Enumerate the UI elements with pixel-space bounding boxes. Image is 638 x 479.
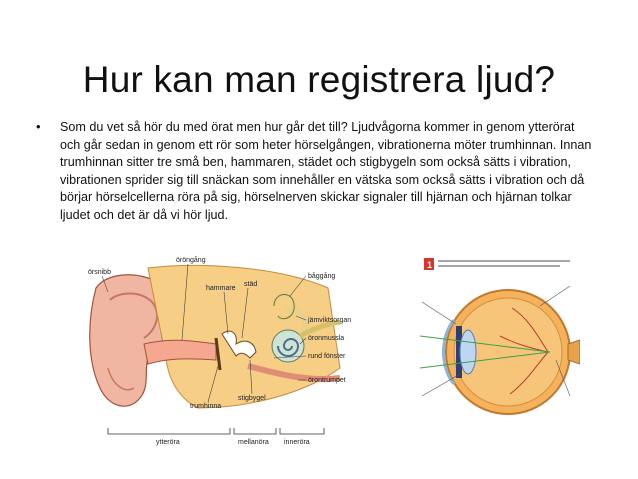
cornea: [442, 319, 456, 385]
bullet-symbol: •: [36, 119, 41, 134]
ear-anatomy-illustration: örsnibb öröngång hammare städ båggång jä…: [88, 256, 351, 446]
label-stad: städ: [244, 281, 257, 288]
label-mellanora: mellanöra: [238, 439, 269, 446]
cochlea: [271, 329, 305, 363]
label-rund-fonster: rund fönster: [308, 353, 346, 360]
optic-nerve: [567, 339, 580, 365]
ossicles: [221, 330, 257, 359]
label-baggang: båggång: [308, 272, 335, 280]
label-innerora: inneröra: [284, 439, 310, 446]
eustachian-tube: [247, 363, 341, 383]
label-hammare: hammare: [206, 285, 236, 292]
body-paragraph: Som du vet så hör du med örat men hur gå…: [60, 120, 592, 222]
auditory-nerve: [298, 319, 341, 339]
label-orongang: öröngång: [176, 256, 206, 264]
label-jamviktsorgan: jämviktsorgan: [307, 317, 351, 324]
ear-canal: [143, 339, 217, 365]
figure-number: 1: [427, 260, 432, 270]
lens: [459, 329, 477, 375]
eye-anatomy-illustration: 1: [420, 258, 580, 415]
label-orsnibb: örsnibb: [88, 269, 111, 276]
slide-title: Hur kan man registrera ljud?: [82, 58, 556, 100]
iris: [456, 326, 462, 378]
eardrum: [214, 337, 222, 371]
label-orontrumpet: örontrumpet: [308, 377, 346, 384]
label-stigbygel: stigbygel: [238, 395, 266, 402]
label-ytterora: ytteröra: [156, 439, 180, 446]
figure-number-badge: [424, 258, 434, 270]
label-trumhinna: trumhinna: [190, 403, 221, 410]
label-oronmussla: öronmussla: [308, 335, 344, 342]
